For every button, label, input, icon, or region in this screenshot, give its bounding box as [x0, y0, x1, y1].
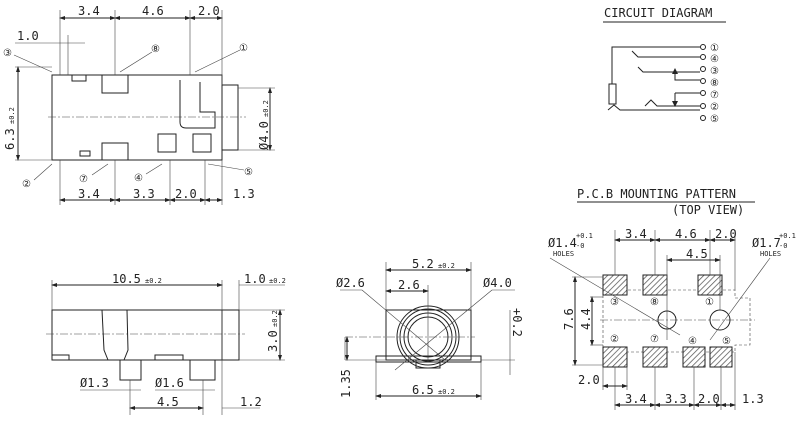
pin-label: ③: [3, 48, 12, 59]
pcb-dim-top-2: 4.6: [675, 227, 697, 241]
side-height-tol: ±0.2: [271, 310, 279, 327]
pcb-dim-top-1: 3.4: [625, 227, 647, 241]
pcb-height-outer: 7.6: [562, 308, 576, 330]
offset-height: 1.35: [339, 369, 353, 398]
circuit-pin: ③: [710, 66, 719, 77]
dim-bottom-4: 1.3: [233, 187, 255, 201]
hole-large-tol: -0: [779, 242, 787, 250]
pcb-dim-bottom-3: 2.0: [698, 392, 720, 406]
holes-label: HOLES: [760, 250, 781, 258]
diameter-tol: ±0.2: [262, 100, 270, 117]
pin-label: ⑦: [79, 174, 88, 185]
dim-top-1: 3.4: [78, 4, 100, 18]
offset-dim: 1.2: [240, 395, 262, 409]
pcb-pin: ⑦: [650, 334, 659, 345]
pcb-dim-bottom-1: 3.4: [625, 392, 647, 406]
dim-top-2: 4.6: [142, 4, 164, 18]
pcb-pin: ①: [705, 297, 714, 308]
height-dim: 6.3: [3, 128, 17, 150]
pcb-height-inner: 4.4: [579, 308, 593, 330]
circuit-pin: ④: [710, 54, 719, 65]
dim-bottom-1: 3.4: [78, 187, 100, 201]
dim-bottom-3: 2.0: [175, 187, 197, 201]
pin-label: ④: [134, 173, 143, 184]
jack-body: [51, 74, 223, 161]
front-view: 5.2 ±0.2 2.6 Ø2.6 Ø4.0 +0.2 1.35 6.5 ±0.…: [336, 257, 524, 400]
circuit-title: CIRCUIT DIAGRAM: [604, 6, 712, 20]
hole-small-tol: -0: [576, 242, 584, 250]
circuit-pin: ①: [710, 43, 719, 54]
pcb-dim-holes: 4.5: [686, 247, 708, 261]
base-tol: ±0.2: [438, 388, 455, 396]
length-dim: 10.5: [112, 272, 141, 286]
height-tol: ±0.2: [8, 107, 16, 124]
pcb-title: P.C.B MOUNTING PATTERN: [577, 187, 736, 201]
dim-top-3: 2.0: [198, 4, 220, 18]
d-outer: Ø4.0: [483, 276, 512, 290]
pin-label: ⑤: [244, 167, 253, 178]
length-tol: ±0.2: [145, 277, 162, 285]
pcb-dim-top-3: 2.0: [715, 227, 737, 241]
pcb-pin: ②: [610, 334, 619, 345]
circuit-diagram: CIRCUIT DIAGRAM ① ④ ③ ⑧ ⑦ ② ⑤: [603, 6, 726, 125]
top-view: 3.4 4.6 2.0 1.0 3.4 3.3 2.0 1.3 6.3±0.2 …: [3, 4, 275, 205]
pcb-pin: ⑧: [650, 297, 659, 308]
hole-small: Ø1.4: [548, 236, 577, 250]
pcb-pin: ④: [688, 336, 697, 347]
pcb-pin: ⑤: [722, 336, 731, 347]
jack-nose: [221, 84, 239, 151]
pin-label: ②: [22, 179, 31, 190]
pin2-dia: Ø1.6: [155, 376, 184, 390]
circuit-pin: ⑦: [710, 90, 719, 101]
front-tol: +0.2: [510, 308, 524, 337]
side-view: 10.5 ±0.2 1.0 ±0.2 3.0 ±0.2 Ø1.3 Ø1.6 4.5…: [46, 272, 286, 415]
pcb-dim-bottom-4: 1.3: [742, 392, 764, 406]
circuit-pin: ②: [710, 102, 719, 113]
pin-label: ①: [239, 43, 248, 54]
diameter-dim: Ø4.0: [257, 121, 271, 150]
pcb-pattern: P.C.B MOUNTING PATTERN (TOP VIEW) 3.4 4.…: [548, 187, 796, 410]
pcb-pin: ③: [610, 297, 619, 308]
dim-bottom-2: 3.3: [133, 187, 155, 201]
circuit-pin: ⑤: [710, 114, 719, 125]
pcb-dim-left: 2.0: [578, 373, 600, 387]
d-inner: Ø2.6: [336, 276, 365, 290]
front-width-tol: ±0.2: [438, 262, 455, 270]
pin-spacing: 4.5: [157, 395, 179, 409]
hole-large-tol: +0.1: [779, 232, 796, 240]
circuit-pin: ⑧: [710, 78, 719, 89]
base-width: 6.5: [412, 383, 434, 397]
dim-pin-width: 1.0: [17, 29, 39, 43]
holes-label: HOLES: [553, 250, 574, 258]
pcb-dim-bottom-2: 3.3: [665, 392, 687, 406]
nose-tol: ±0.2: [269, 277, 286, 285]
pin1-dia: Ø1.3: [80, 376, 109, 390]
front-width: 5.2: [412, 257, 434, 271]
hole-large: Ø1.7: [752, 236, 781, 250]
nose-dim: 1.0: [244, 272, 266, 286]
pin-label: ⑧: [151, 44, 160, 55]
pcb-subtitle: (TOP VIEW): [672, 203, 744, 217]
hole-small-tol: +0.1: [576, 232, 593, 240]
front-half: 2.6: [398, 278, 420, 292]
side-height-dim: 3.0: [266, 330, 280, 352]
